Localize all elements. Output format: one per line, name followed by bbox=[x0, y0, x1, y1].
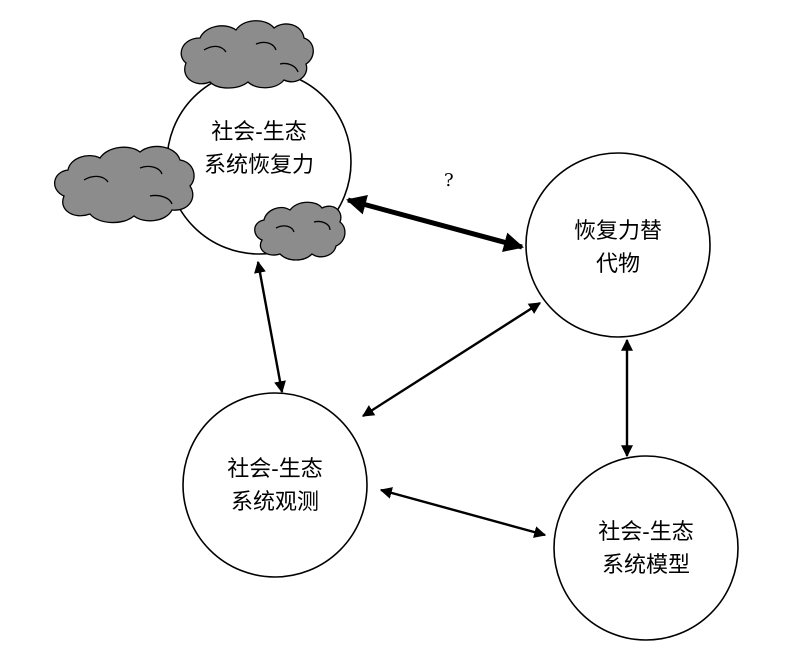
cloud-left bbox=[54, 145, 195, 224]
edge-surrogates-observation bbox=[361, 301, 542, 418]
node-model-label-line2: 系统模型 bbox=[602, 553, 690, 578]
edge-resilience-observation bbox=[254, 260, 286, 394]
node-surrogates-circle bbox=[525, 152, 711, 338]
node-surrogates-label-line1: 恢复力替 bbox=[574, 219, 662, 244]
node-model-circle bbox=[553, 455, 739, 641]
cloud-top bbox=[180, 20, 314, 89]
cloud-right bbox=[254, 201, 346, 261]
node-resilience-label-line1: 社会-生态 bbox=[211, 120, 306, 145]
node-model: 社会-生态 系统模型 bbox=[553, 455, 739, 641]
node-model-label-line1: 社会-生态 bbox=[598, 520, 693, 545]
node-resilience-label-line2: 系统恢复力 bbox=[204, 153, 314, 178]
edge-resilience-surrogates bbox=[346, 195, 524, 252]
node-surrogates: 恢复力替 代物 bbox=[525, 152, 711, 338]
edge-observation-model bbox=[379, 487, 547, 538]
node-observation-label-line2: 系统观测 bbox=[231, 490, 319, 515]
node-observation: 社会-生态 系统观测 bbox=[182, 392, 368, 578]
edge-label-question: ? bbox=[444, 170, 454, 191]
node-observation-circle bbox=[182, 392, 368, 578]
node-observation-label-line1: 社会-生态 bbox=[227, 457, 322, 482]
edges bbox=[254, 195, 633, 538]
node-surrogates-label-line2: 代物 bbox=[596, 252, 640, 277]
